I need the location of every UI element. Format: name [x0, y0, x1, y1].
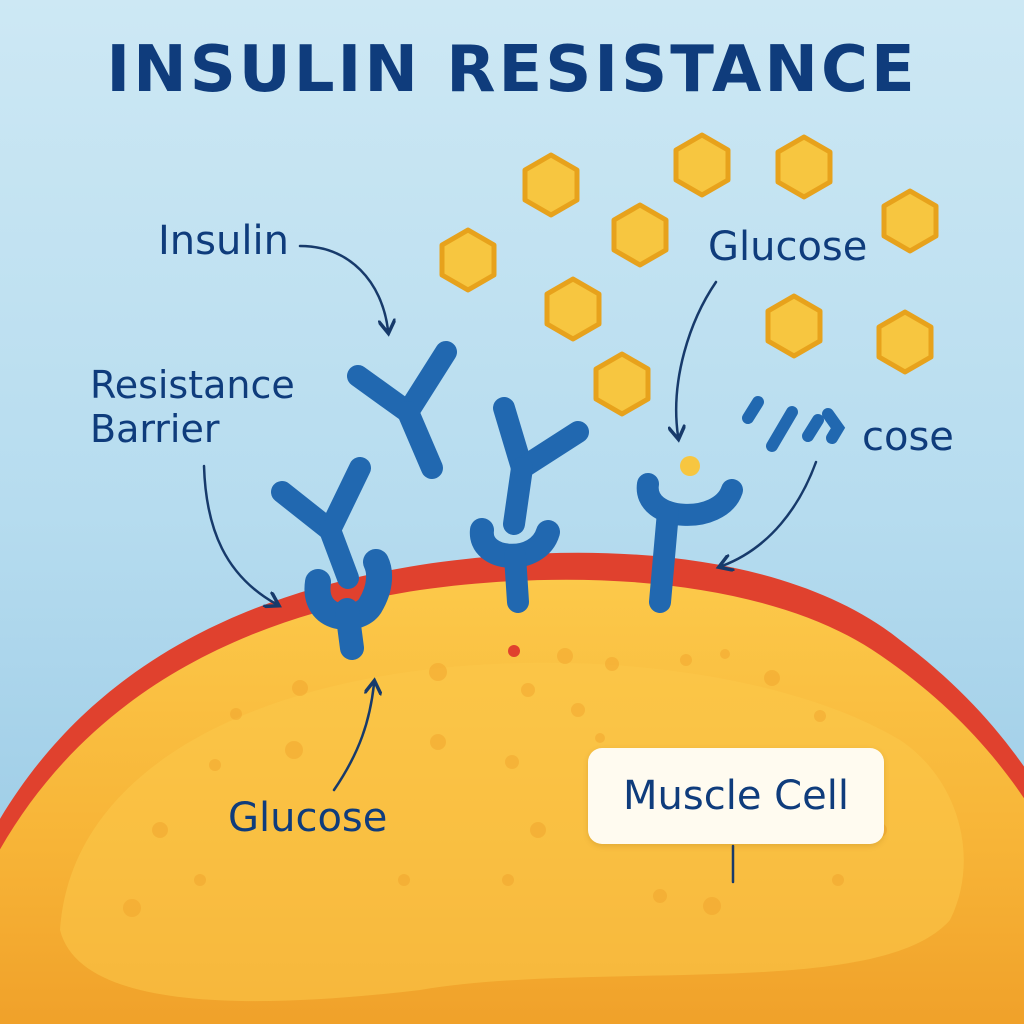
muscle-cell: [0, 552, 1024, 1024]
cell-granules: [123, 648, 887, 917]
muscle-cell-label-box: Muscle Cell: [588, 748, 884, 844]
glucose-hexagon: [881, 188, 939, 254]
arrows: [202, 244, 818, 884]
insulin-molecule-1: [347, 341, 457, 479]
insulin-molecule-3: [493, 397, 589, 535]
resistance-barrier-label: Resistance Barrier: [90, 363, 295, 451]
insulin-molecules: [271, 341, 589, 589]
glucose-hexagon: [673, 132, 731, 198]
glucose-hexagon: [522, 152, 580, 218]
receptor-right: [636, 473, 743, 613]
glucose-molecules: [439, 132, 939, 417]
diagram-title: INSULIN RESISTANCE: [106, 33, 918, 107]
glucose-hexagon: [775, 134, 833, 200]
receptor-fragments: [742, 396, 846, 452]
receptor-left: [304, 549, 393, 660]
arrow-glucose-top: [676, 280, 718, 436]
insulin-molecule-2: [271, 457, 371, 589]
insulin-label: Insulin: [158, 218, 289, 264]
cell-inner-highlight: [60, 662, 964, 1002]
cose-label: cose: [862, 414, 954, 460]
receptors: [304, 473, 743, 660]
glucose-label-bottom: Glucose: [228, 795, 388, 841]
glucose-label-top: Glucose: [708, 224, 868, 270]
membrane-red-dot: [508, 645, 520, 657]
receptor-middle: [469, 518, 560, 613]
arrow-glucose-bottom: [332, 684, 374, 792]
arrow-resistance-barrier: [202, 464, 276, 604]
glucose-hexagon: [593, 351, 651, 417]
arrow-cose: [722, 460, 818, 566]
glucose-hexagon: [611, 202, 669, 268]
glucose-hexagon: [765, 293, 823, 359]
glucose-hexagon: [439, 227, 497, 293]
bound-glucose-dot: [680, 456, 700, 476]
glucose-hexagon: [876, 309, 934, 375]
muscle-cell-label: Muscle Cell: [623, 773, 849, 819]
arrow-insulin: [298, 244, 388, 330]
glucose-hexagon: [544, 276, 602, 342]
